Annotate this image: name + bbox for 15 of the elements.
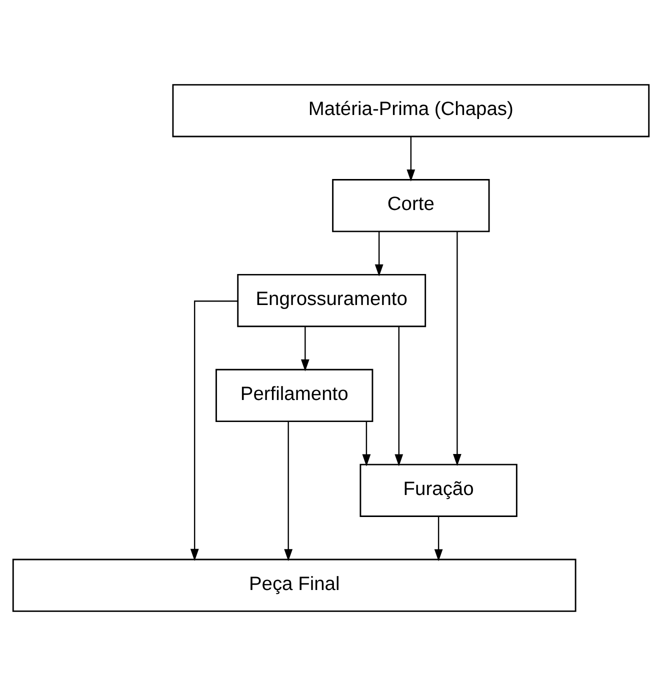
node-box: Peça Final [12, 558, 576, 612]
arrow [406, 136, 416, 181]
arrow [284, 420, 293, 561]
arrow [374, 231, 384, 276]
node-box: Perfilamento [216, 368, 374, 422]
node-box: Furação [360, 463, 518, 516]
node-box: Engrossuramento [237, 273, 426, 327]
node-box: Corte [332, 178, 490, 232]
arrow [190, 300, 238, 560]
arrow [300, 326, 310, 371]
node-box: Matéria-Prima (Chapas) [172, 84, 650, 137]
arrow [434, 516, 443, 561]
arrow [452, 231, 462, 466]
arrow [362, 420, 371, 466]
arrow [394, 326, 404, 466]
